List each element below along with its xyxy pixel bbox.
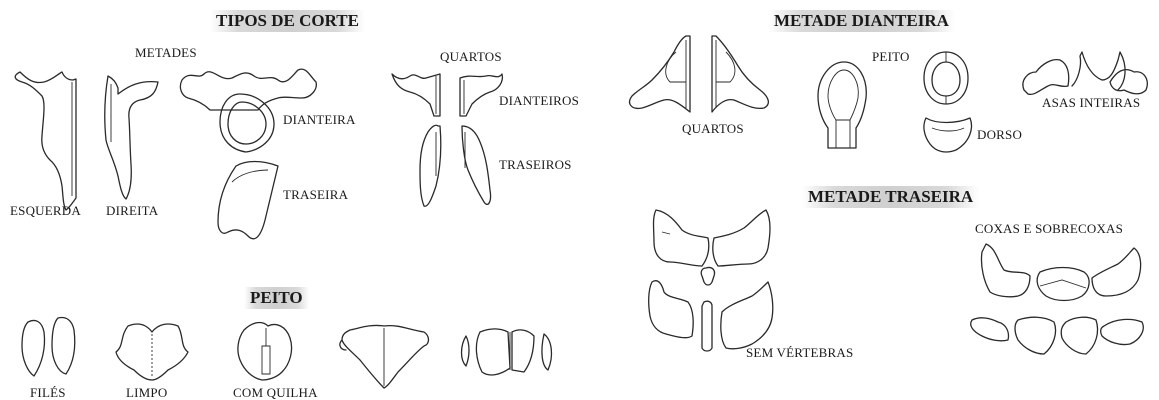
rear-tail-bone-shape [701,267,714,285]
rear-lower-left-shape [649,281,694,338]
breast-split-shape [340,325,429,388]
drumstick-2-shape [1015,317,1056,354]
fore-breast-shape [818,62,866,148]
half-left-shape [15,72,76,210]
drumstick-1-shape [971,318,1009,341]
half-right-shape [105,76,158,199]
fore-back-ring-shape [924,52,968,104]
rear-lower-right-shape [721,282,773,349]
quarter-rear-right-shape [462,126,491,204]
thigh-top-center-shape [1037,268,1089,301]
fore-quarter-left-shape [630,36,690,112]
quarter-rear-left-shape [420,125,441,206]
thigh-top-right-shape [1092,248,1141,296]
rear-upper-right-shape [713,210,770,266]
rear-upper-left-shape [654,210,709,266]
drumstick-4-shape [1101,319,1144,344]
quarter-front-right-shape [460,74,502,116]
fillet-right-shape [52,318,75,375]
fillet-left-shape [22,320,45,376]
drumstick-3-shape [1061,317,1097,354]
fore-wings-shape [1023,52,1147,94]
rear-spine-shape [702,301,712,351]
fore-back-shape [924,118,972,152]
fore-quarter-right-shape [712,36,768,112]
quarter-front-left-shape [392,74,440,116]
front-half-shape [180,69,316,152]
breast-pieces-shape [462,329,552,375]
rear-half-shape [218,162,278,239]
thigh-top-left-shape [981,244,1030,297]
breast-keel-shape [238,323,292,380]
breast-clean-shape [116,324,188,380]
